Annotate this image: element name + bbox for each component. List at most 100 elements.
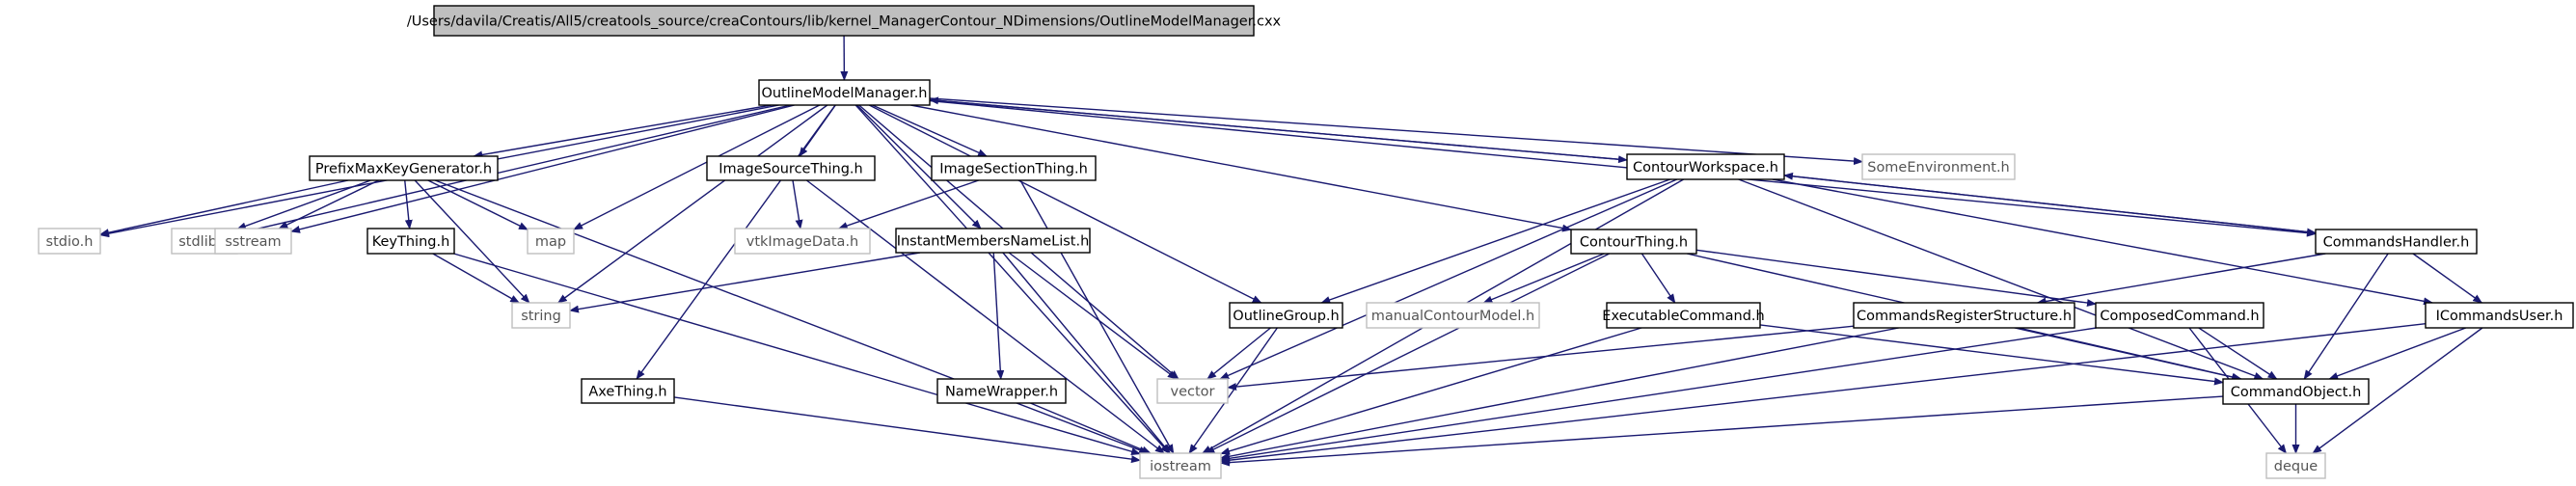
node-label: OutlineGroup.h [1233, 309, 1339, 324]
node-box [1853, 302, 2075, 329]
node-stdio: stdio.h [38, 228, 101, 255]
edge-namewrapper-to-iostream [1030, 402, 1152, 454]
node-string: string [511, 302, 571, 329]
edge-isect-to-vtkimg [837, 179, 979, 230]
node-box [309, 155, 499, 181]
edge-layer [99, 35, 2483, 467]
node-namewrapper[interactable]: NameWrapper.h [936, 378, 1067, 404]
edge-imnl-to-namewrapper [992, 252, 1005, 380]
node-cmdhandler[interactable]: CommandsHandler.h [2315, 229, 2478, 255]
node-cws[interactable]: ContourWorkspace.h [1626, 153, 1785, 180]
node-box [511, 302, 571, 329]
edge-omm-to-string [556, 104, 828, 304]
edge-cws-to-outlinegroup [1320, 178, 1671, 304]
node-label: string [521, 309, 561, 324]
edge-omm-to-senv [929, 97, 1863, 166]
edge-isect-to-iostream [1019, 179, 1175, 454]
node-compcmd[interactable]: ComposedCommand.h [2095, 302, 2264, 329]
node-ist[interactable]: ImageSourceThing.h [706, 155, 876, 181]
node-box [2315, 229, 2478, 255]
node-label: SomeEnvironment.h [1867, 160, 2010, 176]
node-label: map [535, 234, 566, 250]
node-cmdreg[interactable]: CommandsRegisterStructure.h [1853, 302, 2075, 329]
edge-omm-to-isect [872, 104, 988, 157]
node-box [1139, 452, 1222, 479]
node-omm[interactable]: OutlineModelManager.h [758, 79, 931, 106]
node-execcmd[interactable]: ExecutableCommand.h [1602, 302, 1765, 329]
node-label: vector [1171, 385, 1215, 400]
node-label: /Users/davila/Creatis/All5/creatools_sou… [407, 14, 1282, 30]
node-label: ICommandsUser.h [2436, 309, 2563, 324]
node-vector: vector [1156, 378, 1229, 404]
edge-imnl-to-vector [1008, 252, 1178, 380]
node-box [581, 378, 675, 404]
node-label: stdio.h [46, 234, 94, 250]
edge-omm-to-stdlib [236, 104, 791, 235]
node-label: sstream [225, 234, 281, 250]
edge-omm-to-sstream [290, 104, 795, 233]
edge-cmdhandler-to-cmdobj [2303, 253, 2389, 380]
edge-cmdhandler-to-icmduser [2412, 253, 2483, 304]
node-axething[interactable]: AxeThing.h [581, 378, 675, 404]
node-layer: /Users/davila/Creatis/All5/creatools_sou… [38, 5, 2574, 479]
node-box [706, 155, 876, 181]
edge-compcmd-to-cmdobj [2198, 327, 2278, 380]
node-label: AxeThing.h [588, 385, 666, 400]
edge-cmdreg-to-cmdobj [2018, 327, 2242, 381]
edge-icmduser-to-deque [2312, 327, 2483, 454]
edge-pmkg-to-iostream [434, 179, 1149, 454]
node-imnl[interactable]: InstantMembersNameList.h [895, 228, 1091, 254]
node-box [1156, 378, 1229, 404]
node-box [758, 79, 931, 106]
node-box [2095, 302, 2264, 329]
edge-cws-to-cmdobj [1738, 178, 2264, 380]
node-box [2425, 302, 2574, 329]
node-box [38, 228, 101, 255]
edge-cws-to-vector [1219, 178, 1678, 380]
node-contourthing[interactable]: ContourThing.h [1570, 229, 1697, 255]
edge-contourthing-to-iostream [1205, 253, 1611, 454]
node-box [895, 228, 1091, 254]
node-label: ImageSectionThing.h [939, 162, 1088, 177]
node-box [366, 228, 455, 255]
edge-ist-to-vtkimg [792, 179, 803, 230]
node-label: PrefixMaxKeyGenerator.h [315, 162, 492, 177]
node-box [1570, 229, 1697, 255]
edge-cws-to-icmduser [1772, 178, 2434, 306]
node-pmkg[interactable]: PrefixMaxKeyGenerator.h [309, 155, 499, 181]
edge-contourthing-to-manualcm [1482, 253, 1605, 304]
node-box [1861, 153, 2016, 180]
node-box [931, 155, 1097, 181]
edge-contourthing-to-execcmd [1641, 253, 1676, 304]
node-label: deque [2274, 459, 2318, 474]
node-icmduser[interactable]: ICommandsUser.h [2425, 302, 2574, 329]
node-label: KeyThing.h [372, 234, 450, 250]
node-outlinegroup[interactable]: OutlineGroup.h [1229, 302, 1343, 329]
edge-pmkg-to-keything [404, 179, 413, 230]
edge-axething-to-iostream [673, 396, 1141, 464]
node-cmdobj[interactable]: CommandObject.h [2222, 378, 2370, 405]
edge-contourthing-to-compcmd [1695, 249, 2097, 307]
node-keything[interactable]: KeyThing.h [366, 228, 455, 255]
node-root[interactable]: /Users/davila/Creatis/All5/creatools_sou… [407, 5, 1282, 37]
edge-pmkg-to-map [427, 179, 529, 230]
edge-cws-to-omm [929, 96, 1628, 161]
edge-compcmd-to-iostream [1220, 327, 2097, 463]
edge-cmdreg-to-vector [1227, 325, 1855, 392]
edge-cmdobj-to-iostream [1220, 395, 2224, 467]
node-label: vtkImageData.h [746, 234, 859, 250]
node-label: InstantMembersNameList.h [897, 234, 1090, 250]
node-box [2222, 378, 2370, 405]
node-label: OutlineModelManager.h [761, 86, 927, 101]
node-map: map [527, 228, 575, 255]
edge-ist-to-iostream [805, 179, 1165, 454]
node-box [1606, 302, 1761, 329]
node-isect[interactable]: ImageSectionThing.h [931, 155, 1097, 181]
node-label: CommandsRegisterStructure.h [1857, 309, 2072, 324]
edge-imnl-to-iostream [1002, 252, 1171, 454]
node-label: ExecutableCommand.h [1602, 309, 1764, 324]
edge-icmduser-to-cmdobj [2328, 327, 2467, 380]
node-label: ImageSourceThing.h [719, 162, 862, 177]
node-box [433, 5, 1255, 37]
node-box [1229, 302, 1343, 329]
